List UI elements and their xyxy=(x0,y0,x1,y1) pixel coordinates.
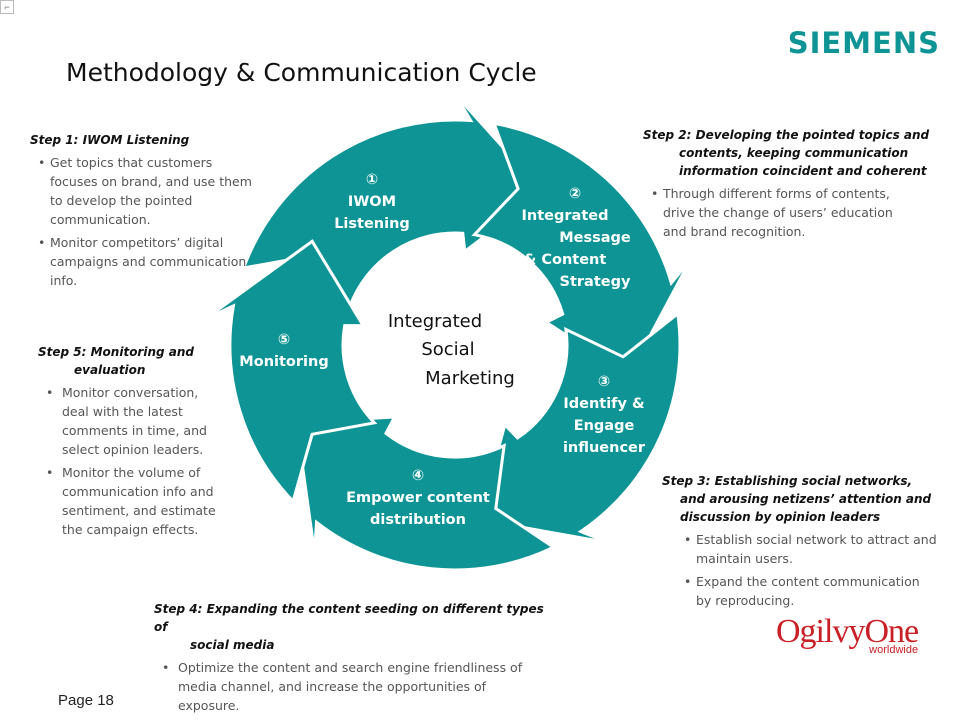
step-2-block: Step 2: Developing the pointed topics an… xyxy=(643,126,943,245)
segment-number: ① xyxy=(366,172,378,188)
segment-label-line: influencer xyxy=(563,440,646,456)
step-2-title-line: information coincident and coherent xyxy=(679,164,927,178)
center-label-line: Integrated xyxy=(388,311,482,332)
step-4-bullets: Optimize the content and search engine f… xyxy=(154,658,534,715)
cycle-segment-4 xyxy=(294,415,557,572)
step-5-bullet: Monitor conversation, deal with the late… xyxy=(38,383,226,459)
cycle-segment-2 xyxy=(471,121,693,378)
segment-label-line: IWOM xyxy=(348,194,396,210)
segment-label-line: & Content xyxy=(524,252,607,268)
center-label-line: Social xyxy=(421,339,474,360)
segment-label-line: Identify & xyxy=(563,396,645,412)
segment-label-line: Monitoring xyxy=(239,354,328,370)
step-2-bullet: Through different forms of contents, dri… xyxy=(643,184,903,241)
step-5-bullets: Monitor conversation, deal with the late… xyxy=(38,383,226,539)
segment-label-line: Engage xyxy=(574,418,635,434)
step-2-title-line: Step 2: Developing the pointed topics an… xyxy=(643,128,930,142)
segment-number: ② xyxy=(569,186,581,202)
page-number: Page 18 xyxy=(58,692,114,709)
segment-label-line: distribution xyxy=(370,512,466,528)
center-label-line: Marketing xyxy=(425,368,515,389)
segment-number: ④ xyxy=(412,468,424,484)
step-4-block: Step 4: Expanding the content seeding on… xyxy=(154,600,554,719)
page-title: Methodology & Communication Cycle xyxy=(66,58,537,87)
step-1-bullets: Get topics that customers focuses on bra… xyxy=(30,153,255,290)
siemens-logo: SIEMENS xyxy=(787,26,940,60)
step-5-bullet: Monitor the volume of communication info… xyxy=(38,463,226,539)
step-4-title-line: Step 4: Expanding the content seeding on… xyxy=(154,602,544,634)
step-1-title: Step 1: IWOM Listening xyxy=(30,133,190,147)
step-4-title: Step 4: Expanding the content seeding on… xyxy=(154,600,554,654)
segment-label-line: Empower content xyxy=(346,490,490,506)
step-3-block: Step 3: Establishing social networks, an… xyxy=(662,472,942,614)
step-3-bullet: Expand the content communication by repr… xyxy=(676,572,938,610)
brand-name: OgilvyOne xyxy=(776,613,919,650)
step-1-bullet: Monitor competitors’ digital campaigns a… xyxy=(30,233,255,290)
segment-label-line: Listening xyxy=(334,216,410,232)
step-5-block: Step 5: Monitoring and evaluation Monito… xyxy=(38,343,228,543)
step-1-bullet: Get topics that customers focuses on bra… xyxy=(30,153,255,229)
segment-label-line: Message xyxy=(559,230,631,246)
step-1-block: Step 1: IWOM Listening Get topics that c… xyxy=(30,131,255,294)
step-3-title-line: and arousing netizens’ attention and xyxy=(680,492,932,506)
step-3-bullet: Establish social network to attract and … xyxy=(676,530,938,568)
ogilvyone-logo: OgilvyOne worldwide xyxy=(776,613,919,657)
segment-number: ③ xyxy=(598,374,610,390)
step-5-title-line: evaluation xyxy=(74,363,146,377)
step-3-title: Step 3: Establishing social networks, an… xyxy=(662,472,942,526)
step-5-title: Step 5: Monitoring and evaluation xyxy=(38,343,228,379)
segment-number: ⑤ xyxy=(278,332,290,348)
step-3-title-line: Step 3: Establishing social networks, xyxy=(662,474,913,488)
step-5-title-line: Step 5: Monitoring and xyxy=(38,345,195,359)
cycle-segment-3 xyxy=(477,310,682,545)
step-4-title-line: social media xyxy=(190,638,275,652)
step-3-bullets: Establish social network to attract and … xyxy=(662,530,938,610)
cycle-segment-5 xyxy=(204,239,378,505)
segment-label-line: Strategy xyxy=(560,274,631,290)
step-2-title-line: contents, keeping communication xyxy=(679,146,909,160)
brand-subtitle: worldwide xyxy=(869,644,919,656)
step-2-bullets: Through different forms of contents, dri… xyxy=(643,184,903,241)
step-3-title-line: discussion by opinion leaders xyxy=(680,510,881,524)
step-4-bullet: Optimize the content and search engine f… xyxy=(154,658,534,715)
step-2-title: Step 2: Developing the pointed topics an… xyxy=(643,126,943,180)
segment-label-line: Integrated xyxy=(522,208,609,224)
corner-mark: ⌐ xyxy=(0,0,14,14)
